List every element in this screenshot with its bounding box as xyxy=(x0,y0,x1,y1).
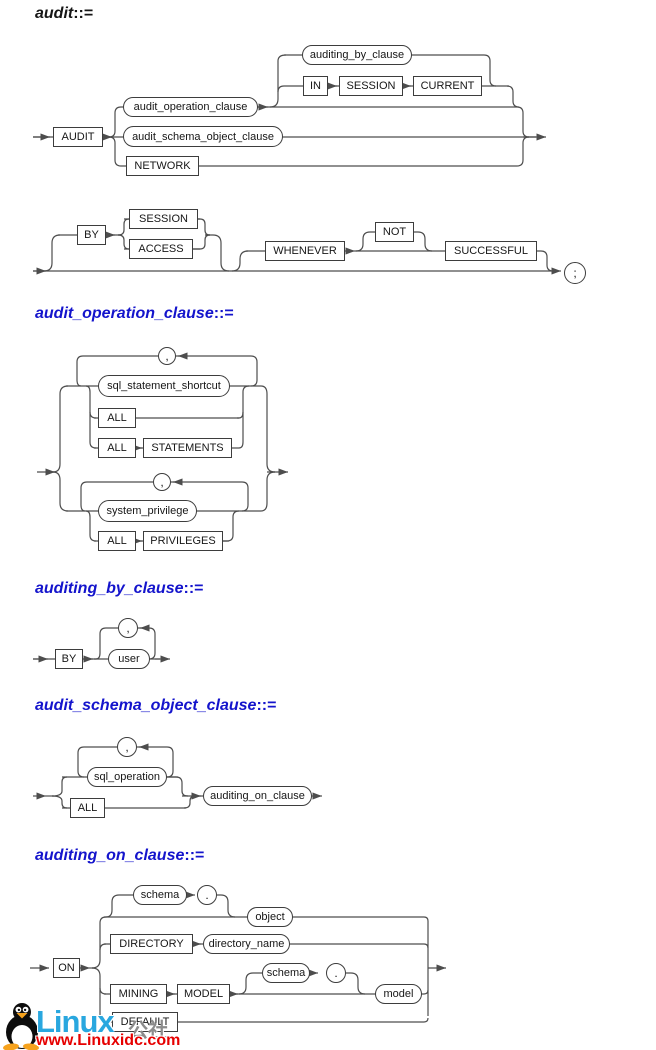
heading-auditing-by-clause[interactable]: auditing_by_clause::= xyxy=(35,580,204,598)
nonterminal-schema-2: schema xyxy=(262,963,310,983)
audit-operation-clause-diagram: , sql_statement_shortcut ALL ALL STATEME… xyxy=(0,340,330,570)
keyword-current: CURRENT xyxy=(413,76,482,96)
keyword-by: BY xyxy=(77,225,106,245)
nonterminal-auditing-by-clause: auditing_by_clause xyxy=(302,45,412,65)
dot-terminal-1: . xyxy=(197,885,217,905)
nonterminal-user: user xyxy=(108,649,150,669)
keyword-all-1: ALL xyxy=(98,408,136,428)
linux-brand-text: Linux xyxy=(36,1004,115,1039)
auditing-by-clause-diagram: BY , user xyxy=(0,610,250,690)
nonterminal-audit-operation-clause: audit_operation_clause xyxy=(123,97,258,117)
keyword-access: ACCESS xyxy=(129,239,193,259)
nonterminal-model: model xyxy=(375,984,422,1004)
nonterminal-audit-schema-object-clause: audit_schema_object_clause xyxy=(123,126,283,147)
comma-loop-statements: , xyxy=(158,347,176,365)
linuxidc-watermark: Linux 公社 www.Linuxidc.com xyxy=(0,998,220,1050)
linuxidc-url-text: www.Linuxidc.com xyxy=(36,1032,181,1049)
keyword-by: BY xyxy=(55,649,83,669)
semicolon-terminal: ; xyxy=(564,262,586,284)
comma-loop-privileges: , xyxy=(153,473,171,491)
auditing-on-clause-diagram: ON schema . object DIRECTORY directory_n… xyxy=(0,875,480,1050)
keyword-not: NOT xyxy=(375,222,414,242)
heading-audit-schema-object-clause-name: audit_schema_object_clause xyxy=(35,697,257,714)
keyword-all: ALL xyxy=(70,798,105,818)
keyword-session: SESSION xyxy=(339,76,403,96)
keyword-session-2: SESSION xyxy=(129,209,198,229)
keyword-whenever: WHENEVER xyxy=(265,241,345,261)
linux-brand-chinese-text: 公社 xyxy=(128,1020,168,1042)
heading-audit-schema-object-clause[interactable]: audit_schema_object_clause::= xyxy=(35,697,276,715)
nonterminal-auditing-on-clause: auditing_on_clause xyxy=(203,786,312,806)
heading-audit: audit::= xyxy=(35,5,93,23)
nonterminal-sql-operation: sql_operation xyxy=(87,767,167,787)
keyword-privileges: PRIVILEGES xyxy=(143,531,223,551)
audit-schema-object-clause-diagram: , sql_operation ALL auditing_on_clause xyxy=(0,725,350,825)
keyword-model: MODEL xyxy=(177,984,230,1004)
heading-auditing-by-clause-assign: ::= xyxy=(183,580,204,597)
heading-audit-operation-clause-name: audit_operation_clause xyxy=(35,305,214,322)
keyword-audit: AUDIT xyxy=(53,127,103,147)
keyword-network: NETWORK xyxy=(126,156,199,176)
audit-schema-object-clause-rail-lines xyxy=(33,743,322,809)
heading-audit-schema-object-clause-assign: ::= xyxy=(256,697,277,714)
keyword-statements: STATEMENTS xyxy=(143,438,232,458)
dot-terminal-2: . xyxy=(326,963,346,983)
comma-loop-user: , xyxy=(118,618,138,638)
keyword-successful: SUCCESSFUL xyxy=(445,241,537,261)
nonterminal-sql-statement-shortcut: sql_statement_shortcut xyxy=(98,375,230,397)
keyword-default: DEFAULT xyxy=(112,1012,178,1032)
nonterminal-object: object xyxy=(247,907,293,927)
keyword-in: IN xyxy=(303,76,328,96)
nonterminal-system-privilege: system_privilege xyxy=(98,500,197,522)
tux-penguin-logo xyxy=(3,1003,39,1050)
keyword-all-2: ALL xyxy=(98,438,136,458)
heading-auditing-on-clause-name: auditing_on_clause xyxy=(35,847,185,864)
heading-auditing-on-clause-assign: ::= xyxy=(184,847,205,864)
heading-audit-operation-clause[interactable]: audit_operation_clause::= xyxy=(35,305,234,323)
keyword-directory: DIRECTORY xyxy=(110,934,193,954)
nonterminal-directory-name: directory_name xyxy=(203,934,290,954)
heading-auditing-on-clause[interactable]: auditing_on_clause::= xyxy=(35,847,204,865)
audit-diagram: AUDIT audit_operation_clause audit_schem… xyxy=(0,40,656,290)
keyword-on: ON xyxy=(53,958,80,978)
heading-audit-assign: ::= xyxy=(73,5,94,22)
heading-auditing-by-clause-name: auditing_by_clause xyxy=(35,580,184,597)
keyword-mining: MINING xyxy=(110,984,167,1004)
nonterminal-schema-1: schema xyxy=(133,885,187,905)
heading-audit-operation-clause-assign: ::= xyxy=(213,305,234,322)
comma-loop-sql-operation: , xyxy=(117,737,137,757)
keyword-all-3: ALL xyxy=(98,531,136,551)
heading-audit-name: audit xyxy=(35,5,74,22)
